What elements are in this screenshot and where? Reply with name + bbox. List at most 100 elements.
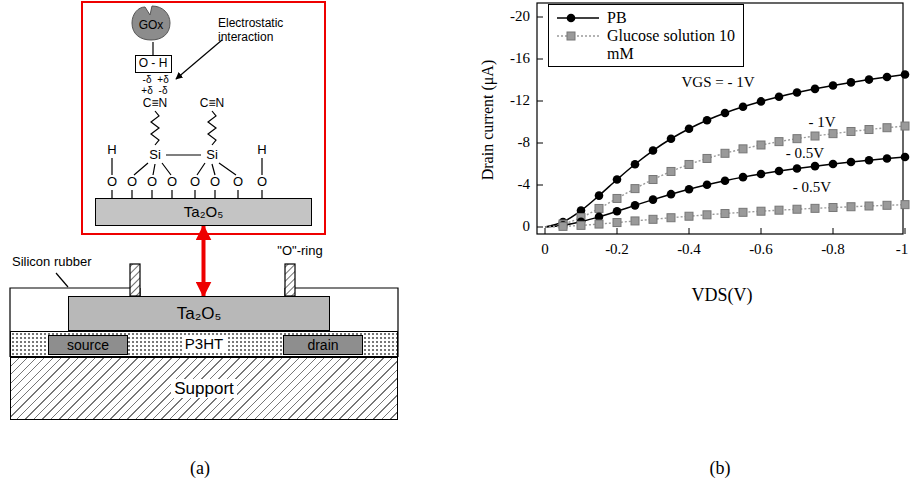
tick-label: -0.4 <box>677 241 701 258</box>
oxide-layer: Ta₂O₅ <box>95 198 312 226</box>
data-marker <box>649 176 657 184</box>
atom-label: Si <box>149 148 161 163</box>
x-tick <box>905 228 906 234</box>
legend-text: PB <box>607 9 737 27</box>
alkyl-chain <box>151 111 159 145</box>
data-marker <box>847 127 855 135</box>
data-marker <box>775 92 784 101</box>
data-marker <box>901 122 909 130</box>
data-marker <box>793 88 802 97</box>
atom-label: O <box>210 175 220 190</box>
data-marker <box>865 126 873 134</box>
data-marker <box>775 167 784 176</box>
y-tick <box>537 143 543 144</box>
y-tick <box>537 17 543 18</box>
curve-label: - 0.5V <box>793 179 831 196</box>
y-tick <box>537 101 543 102</box>
y-tick <box>537 59 543 60</box>
data-marker <box>649 146 658 155</box>
atom-label: H <box>257 143 266 158</box>
data-marker <box>739 208 747 216</box>
bond-line <box>152 42 153 55</box>
data-marker <box>703 211 711 219</box>
data-curve <box>545 126 905 227</box>
substrate: Support <box>10 357 398 420</box>
data-marker <box>703 154 711 162</box>
hydroxyl-box: O - H <box>135 55 172 73</box>
data-marker <box>757 141 765 149</box>
data-marker <box>901 201 909 209</box>
partial-charge: +δ <box>157 74 168 86</box>
data-marker <box>901 70 910 79</box>
oxide-layer: Ta₂O₅ <box>68 296 330 331</box>
sample-line <box>557 17 599 19</box>
data-marker <box>667 134 676 143</box>
data-marker <box>883 73 892 82</box>
enzyme-blob: GOx <box>130 4 172 42</box>
data-marker <box>631 185 639 193</box>
data-marker <box>559 222 567 230</box>
axis-title: Drain current (μA) <box>479 60 497 181</box>
node-text: source <box>67 337 109 353</box>
data-marker <box>595 204 603 212</box>
tick-label: -0.8 <box>821 241 845 258</box>
data-marker <box>631 201 640 210</box>
tick-label: 0 <box>541 241 549 258</box>
curve-label: - 0.5V <box>786 145 824 162</box>
y-tick <box>537 227 543 228</box>
data-marker <box>667 190 676 199</box>
data-marker <box>721 149 729 157</box>
data-marker <box>739 173 748 182</box>
partial-charge: -δ <box>159 85 168 97</box>
panel-label: (b) <box>710 458 731 479</box>
data-marker <box>865 202 873 210</box>
drain-electrode: drain <box>283 335 363 355</box>
part-name: "O"-ring <box>277 244 322 259</box>
atom-label: O <box>127 175 137 190</box>
tick-label: -12 <box>510 92 530 109</box>
plot-frame <box>537 3 903 234</box>
legend-text: Glucose solution 10 mM <box>607 27 737 62</box>
data-marker <box>721 109 730 118</box>
data-marker <box>721 210 729 218</box>
data-marker <box>829 81 838 90</box>
tick-label: -1 <box>896 241 909 258</box>
data-marker <box>811 132 819 140</box>
data-marker <box>703 116 712 125</box>
data-marker <box>793 164 802 173</box>
atom-label: O <box>167 175 177 190</box>
data-marker <box>739 145 747 153</box>
x-tick <box>617 228 618 234</box>
data-marker <box>883 154 892 163</box>
legend-row: PB <box>555 9 737 27</box>
x-tick <box>761 228 762 234</box>
data-marker <box>739 102 748 111</box>
data-marker <box>613 219 621 227</box>
data-marker <box>811 162 820 171</box>
iv-chart <box>537 3 909 234</box>
atom-label: H <box>107 143 116 158</box>
si-o-bond <box>134 163 236 175</box>
data-marker <box>883 124 891 132</box>
data-marker <box>649 195 658 204</box>
data-marker <box>829 130 837 138</box>
enzyme-outline <box>132 6 170 40</box>
legend-sample <box>555 27 601 45</box>
leader-line <box>176 40 222 79</box>
node-text: Ta₂O₅ <box>177 304 222 324</box>
tick-label: -20 <box>510 8 530 25</box>
data-marker <box>847 158 856 167</box>
tick-label: -16 <box>510 50 530 67</box>
data-marker <box>595 191 604 200</box>
node-text: P3HT <box>182 335 226 352</box>
node-text: O - H <box>139 57 168 71</box>
panel-label: (a) <box>190 458 210 479</box>
nitrile-group: C≡N <box>143 97 167 111</box>
tick-label: -8 <box>518 134 531 151</box>
data-marker <box>559 221 568 230</box>
tick-label: -0.6 <box>749 241 773 258</box>
atom-label: O <box>257 175 267 190</box>
atom-label: O <box>107 175 117 190</box>
data-marker <box>685 185 694 194</box>
data-marker <box>631 217 639 225</box>
